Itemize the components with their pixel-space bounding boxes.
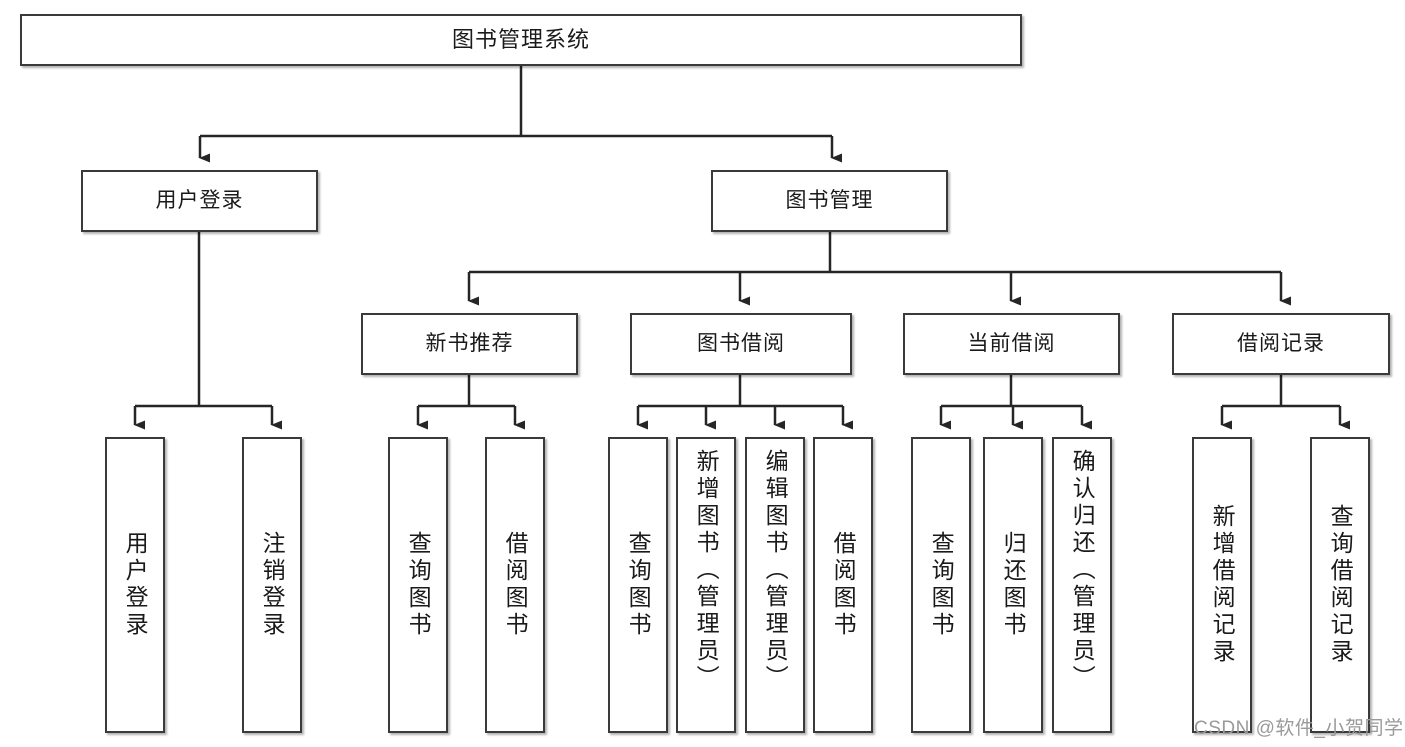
node-leaf-user-login-label: 用户登录	[122, 531, 149, 639]
node-leaf-logout[interactable]: 注销登录	[242, 437, 302, 733]
node-leaf-borrow-book-bb-label: 借阅图书	[830, 531, 857, 639]
node-leaf-logout-label: 注销登录	[259, 531, 286, 639]
node-leaf-query-book-cb[interactable]: 查询图书	[911, 437, 971, 733]
node-leaf-query-book-bb-label: 查询图书	[625, 531, 652, 639]
node-book-manage[interactable]: 图书管理	[711, 170, 948, 232]
node-book-manage-label: 图书管理	[785, 188, 874, 212]
node-leaf-borrow-book-rec-label: 借阅图书	[502, 531, 529, 639]
node-leaf-confirm-return-label: 确认归还（管理员）	[1069, 449, 1096, 692]
node-leaf-query-book-rec-label: 查询图书	[405, 531, 432, 639]
connector-group-borrow-record	[1220, 375, 1350, 430]
node-root-label: 图书管理系统	[451, 27, 590, 53]
connector-group-new-book-rec	[416, 375, 525, 430]
node-leaf-query-record[interactable]: 查询借阅记录	[1310, 437, 1370, 733]
node-current-borrow-label: 当前借阅	[967, 331, 1056, 355]
node-leaf-add-book-label: 新增图书（管理员）	[693, 449, 720, 692]
node-leaf-user-login[interactable]: 用户登录	[105, 437, 165, 733]
node-new-book-rec[interactable]: 新书推荐	[361, 313, 578, 375]
node-user-login-label: 用户登录	[155, 188, 244, 212]
node-leaf-query-book-bb[interactable]: 查询图书	[608, 437, 668, 733]
node-root[interactable]: 图书管理系统	[20, 14, 1022, 66]
connector-group-user-login	[133, 232, 282, 430]
node-borrow-record-label: 借阅记录	[1237, 331, 1325, 355]
connector-group-root	[198, 66, 842, 163]
node-new-book-rec-label: 新书推荐	[425, 331, 514, 355]
node-leaf-confirm-return[interactable]: 确认归还（管理员）	[1052, 437, 1112, 733]
node-book-borrow-label: 图书借阅	[697, 331, 785, 355]
node-leaf-return-book[interactable]: 归还图书	[983, 437, 1043, 733]
node-leaf-add-record[interactable]: 新增借阅记录	[1192, 437, 1252, 733]
node-book-borrow[interactable]: 图书借阅	[630, 313, 852, 375]
node-leaf-query-book-rec[interactable]: 查询图书	[388, 437, 448, 733]
connector-group-book-borrow	[636, 375, 853, 430]
node-leaf-query-record-label: 查询借阅记录	[1327, 504, 1354, 666]
node-leaf-query-book-cb-label: 查询图书	[928, 531, 955, 639]
node-current-borrow[interactable]: 当前借阅	[903, 313, 1120, 375]
node-borrow-record[interactable]: 借阅记录	[1172, 313, 1390, 375]
csdn-watermark: CSDN @软件_小贺同学	[1194, 718, 1404, 739]
node-leaf-edit-book[interactable]: 编辑图书（管理员）	[745, 437, 805, 733]
node-leaf-return-book-label: 归还图书	[1000, 531, 1027, 639]
node-user-login[interactable]: 用户登录	[81, 170, 318, 232]
node-leaf-borrow-book-bb[interactable]: 借阅图书	[813, 437, 873, 733]
node-leaf-add-book[interactable]: 新增图书（管理员）	[676, 437, 736, 733]
connector-group-book-manage	[467, 232, 1291, 306]
connector-group-current-borrow	[939, 375, 1092, 430]
node-leaf-add-record-label: 新增借阅记录	[1209, 504, 1236, 666]
node-leaf-borrow-book-rec[interactable]: 借阅图书	[485, 437, 545, 733]
node-leaf-edit-book-label: 编辑图书（管理员）	[762, 449, 789, 692]
